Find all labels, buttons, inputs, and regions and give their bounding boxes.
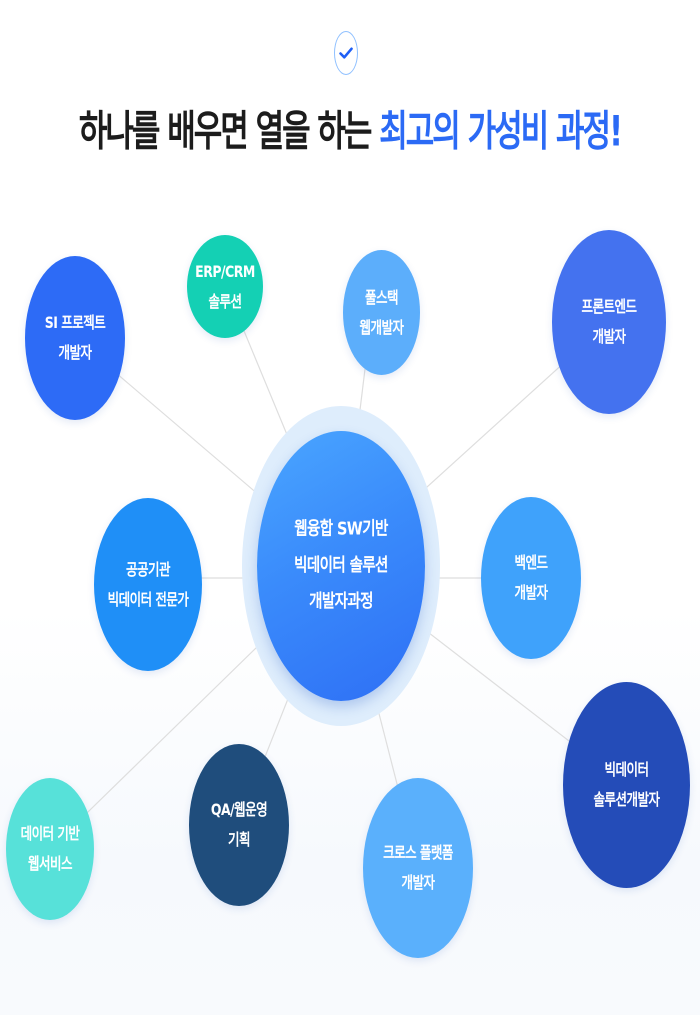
title-dark: 하나를 배우면 열을 하는 <box>78 107 380 157</box>
node-qa-web: QA/웹운영 기획 <box>189 744 289 906</box>
node-label: 크로스 플랫폼 개발자 <box>383 843 453 892</box>
node-label: 데이터 기반 웹서비스 <box>20 824 80 873</box>
node-label: ERP/CRM 솔루션 <box>195 261 255 311</box>
node-data-webservice: 데이터 기반 웹서비스 <box>6 778 94 920</box>
node-fullstack: 풀스택 웹개발자 <box>343 250 420 375</box>
page-title: 하나를 배우면 열을 하는 최고의 가성비 과정! <box>0 97 700 158</box>
check-icon <box>339 47 353 59</box>
node-bigdata-solution: 빅데이터 솔루션개발자 <box>563 682 690 888</box>
node-label: 프론트엔드 개발자 <box>581 297 637 346</box>
node-public-bigdata: 공공기관 빅데이터 전문가 <box>94 498 202 671</box>
node-label: 백엔드 개발자 <box>514 553 548 602</box>
check-badge <box>334 31 358 75</box>
node-label: SI 프로젝트 개발자 <box>44 313 106 362</box>
node-label: 공공기관 빅데이터 전문가 <box>107 559 189 609</box>
center-node: 웹융합 SW기반 빅데이터 솔루션 개발자과정 <box>257 431 425 701</box>
node-frontend: 프론트엔드 개발자 <box>552 230 666 414</box>
node-label: 빅데이터 솔루션개발자 <box>593 760 660 809</box>
node-si-project: SI 프로젝트 개발자 <box>25 256 125 420</box>
center-node-label: 웹융합 SW기반 빅데이터 솔루션 개발자과정 <box>294 519 388 612</box>
title-accent: 최고의 가성비 과정! <box>379 107 623 157</box>
node-backend: 백엔드 개발자 <box>481 497 581 659</box>
node-label: QA/웹운영 기획 <box>210 800 268 849</box>
node-erp-crm: ERP/CRM 솔루션 <box>187 235 263 338</box>
node-label: 풀스택 웹개발자 <box>359 287 404 337</box>
node-cross-platform: 크로스 플랫폼 개발자 <box>363 778 473 958</box>
